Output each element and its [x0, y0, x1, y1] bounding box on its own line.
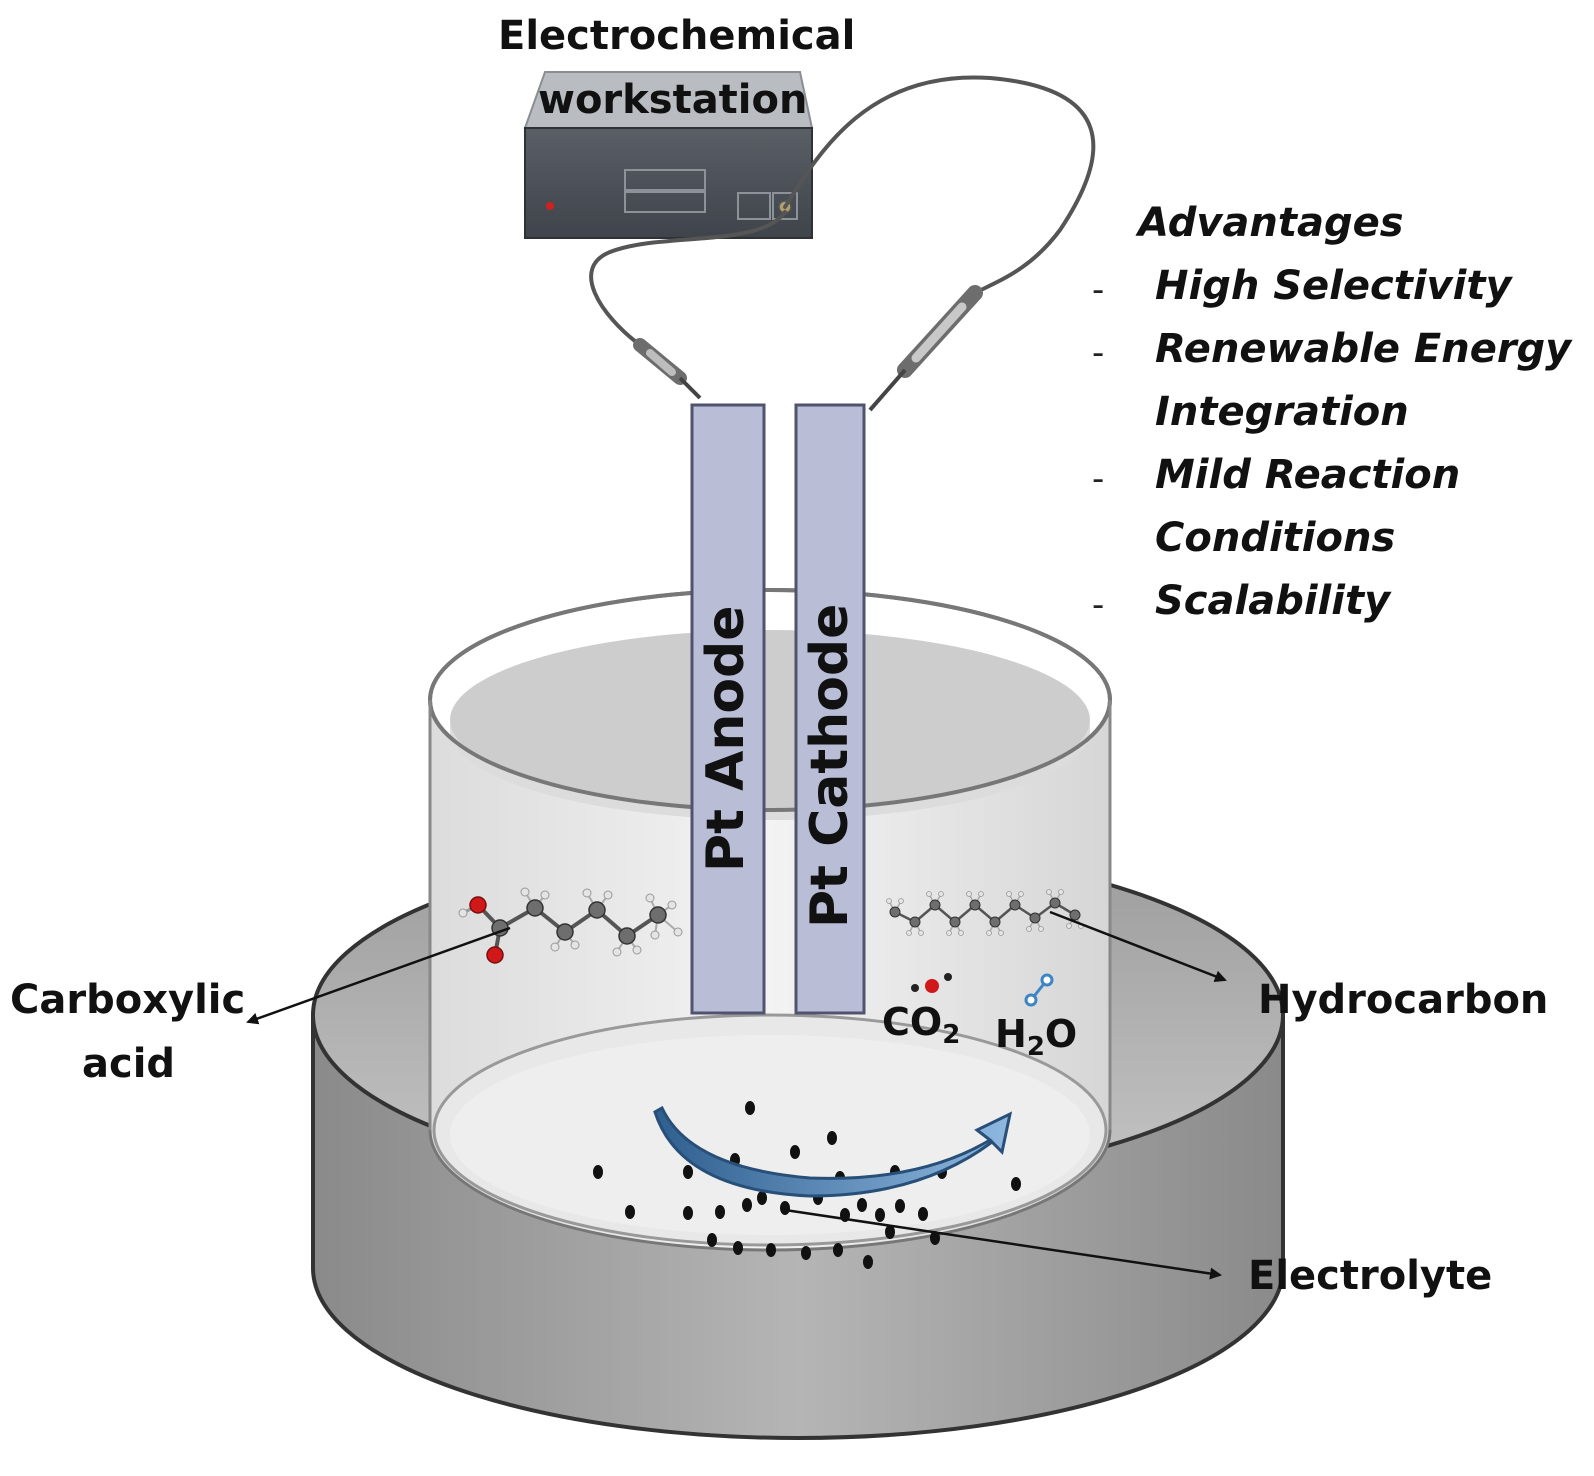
advantage-item-4: Scalability [1155, 578, 1391, 624]
cables [589, 75, 1096, 347]
workstation-label-line2: workstation [538, 77, 808, 123]
co2-label: CO2 [882, 1000, 961, 1050]
advantage-bullet-1: - [1092, 270, 1105, 310]
beaker [428, 588, 1112, 1252]
anode-clip [633, 338, 702, 400]
pt-anode [690, 403, 766, 1015]
co2-molecule [911, 973, 952, 993]
advantage-item-2-line2: Integration [1155, 389, 1409, 435]
advantage-bullet-4: - [1092, 585, 1105, 625]
hydrocarbon-arrow [1049, 910, 1227, 982]
pointer-arrows [246, 910, 1227, 1280]
carboxylic-acid-label-line2: acid [82, 1041, 176, 1087]
h2o-molecule [1024, 973, 1054, 1007]
hydrocarbon-label: Hydrocarbon [1258, 977, 1549, 1023]
cathode-label: Pt Cathode [800, 603, 860, 928]
carboxylic-acid-arrow [246, 926, 511, 1025]
workstation-label-line1: Electrochemical [498, 13, 856, 59]
advantage-item-3-line2: Conditions [1155, 515, 1396, 561]
electrochemical-workstation [523, 71, 814, 239]
stirring-flow-arrow [653, 1105, 1013, 1198]
advantage-bullet-2: - [1092, 333, 1105, 373]
anode-label: Pt Anode [696, 605, 756, 872]
advantage-item-3-line1: Mild Reaction [1155, 452, 1461, 498]
pt-cathode [794, 403, 866, 1015]
advantage-item-1: High Selectivity [1155, 263, 1512, 309]
advantages-title: Advantages [1138, 200, 1404, 246]
advantage-bullet-3: - [1092, 459, 1105, 499]
carboxylic-acid-molecule [458, 887, 683, 964]
electrolyte-label: Electrolyte [1248, 1253, 1493, 1299]
electrolyte-arrow [784, 1208, 1222, 1280]
h2o-label: H2O [995, 1012, 1078, 1062]
carboxylic-acid-label-line1: Carboxylic [10, 977, 246, 1023]
advantage-item-2-line1: Renewable Energy [1155, 326, 1572, 372]
hydrocarbon-molecule [886, 889, 1084, 936]
cathode-clip [868, 285, 983, 412]
